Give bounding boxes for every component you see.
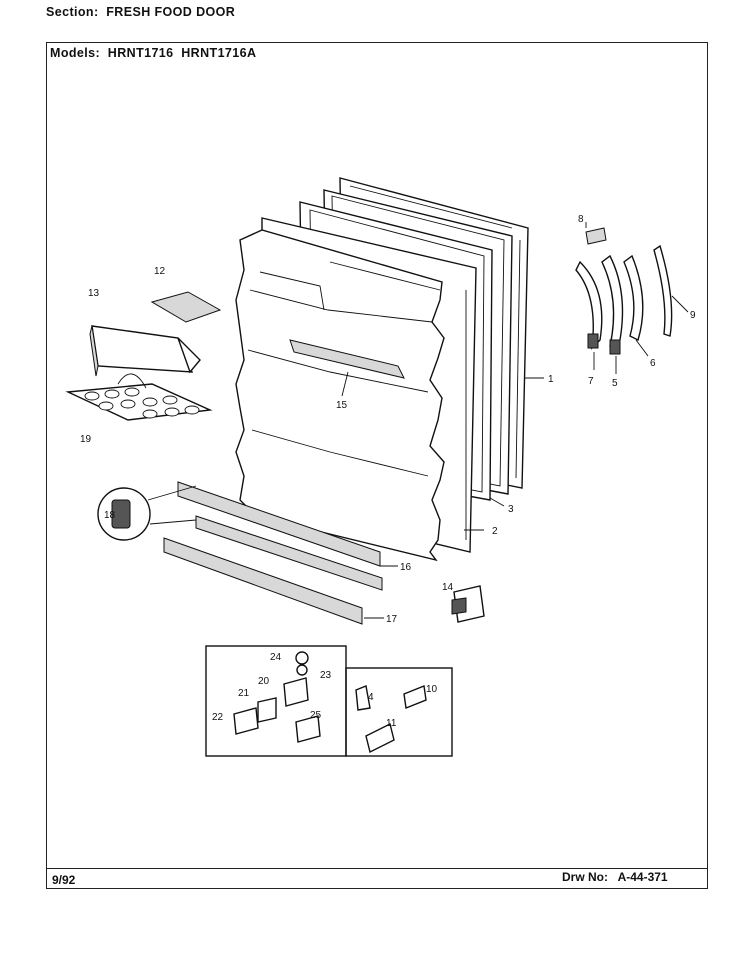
callout-19: 19 [80, 434, 92, 445]
section-heading: Section: FRESH FOOD DOOR [46, 5, 235, 19]
egg-tray [65, 373, 213, 421]
callout-21: 21 [238, 688, 250, 699]
callout-10: 10 [426, 684, 438, 695]
diagram-frame [46, 42, 708, 889]
hinge-parts [575, 227, 673, 355]
callout-4: 4 [368, 692, 374, 703]
butter-compartment [89, 291, 222, 377]
callout-8: 8 [578, 214, 584, 225]
callout-3: 3 [508, 504, 514, 515]
section-value: FRESH FOOD DOOR [106, 5, 236, 19]
models-heading: Models: HRNT1716 HRNT1716A [50, 46, 256, 60]
callout-2: 2 [492, 526, 498, 537]
callout-15: 15 [336, 400, 348, 411]
models-label: Models: [50, 46, 101, 60]
callout-6: 6 [650, 358, 656, 369]
trim-detail-inset [97, 485, 197, 541]
leader-lines [341, 222, 689, 619]
callout-12: 12 [154, 266, 166, 277]
footer-drawing-number: Drw No: A-44-371 [562, 870, 668, 884]
callout-22: 22 [212, 712, 224, 723]
callout-25: 25 [310, 710, 322, 721]
callout-17: 17 [386, 614, 398, 625]
section-label: Section: [46, 5, 99, 19]
hardware-box [205, 645, 453, 757]
callout-18: 18 [104, 510, 116, 521]
callout-1: 1 [548, 374, 554, 385]
callout-9: 9 [690, 310, 696, 321]
shelf-trims [163, 481, 383, 625]
callout-16: 16 [400, 562, 412, 573]
door-inner-shelves [235, 229, 445, 562]
callout-13: 13 [88, 288, 100, 299]
footer-date: 9/92 [52, 873, 76, 887]
callout-24: 24 [270, 652, 282, 663]
callout-20: 20 [258, 676, 270, 687]
callout-23: 23 [320, 670, 332, 681]
footer-divider [46, 868, 708, 869]
callout-numbers: 1 2 3 4 5 6 7 8 9 10 11 12 13 14 15 16 1… [80, 214, 696, 729]
callout-5: 5 [612, 378, 618, 389]
models-value: HRNT1716 HRNT1716A [107, 46, 257, 60]
drw-label: Drw No: [562, 870, 608, 884]
door-clip [451, 585, 485, 623]
drw-value: A-44-371 [617, 870, 668, 884]
callout-14: 14 [442, 582, 454, 593]
callout-11: 11 [386, 718, 397, 729]
callout-7: 7 [588, 376, 594, 387]
